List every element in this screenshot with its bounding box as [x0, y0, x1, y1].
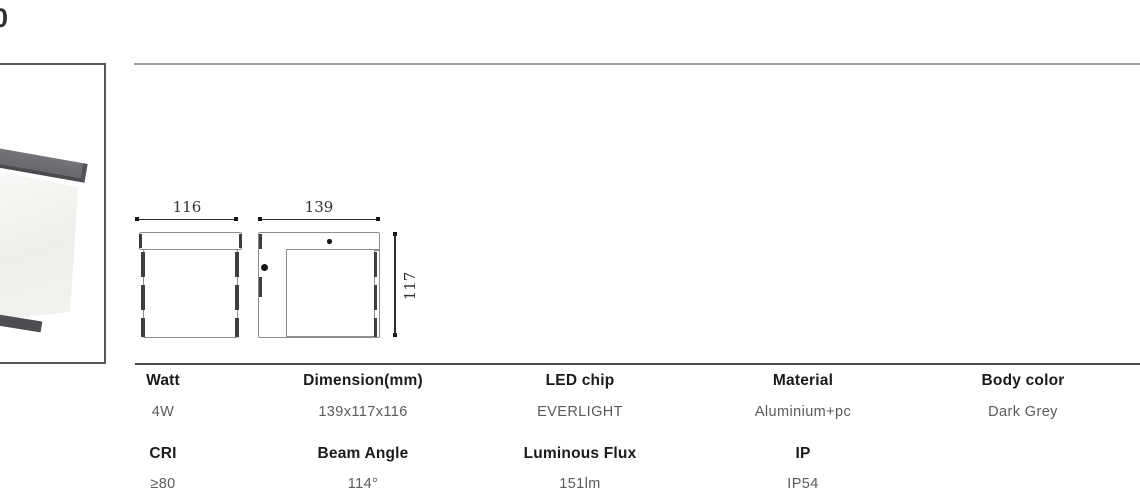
spec-header-led-chip: LED chip	[545, 372, 615, 389]
spec-value-material: Aluminium+pc	[754, 404, 852, 420]
dim-endpoint-dot	[233, 217, 238, 221]
spec-header-beam-angle: Beam Angle	[317, 445, 409, 462]
spec-header-cri: CRI	[149, 445, 177, 462]
spec-header-body-color: Body color	[981, 372, 1065, 389]
side-height-dim-label: 117	[401, 271, 419, 301]
front-width-dim-label: 116	[172, 198, 202, 216]
side-view-right-edge-dashes	[373, 252, 377, 337]
dim-endpoint-dot	[392, 333, 397, 337]
side-width-dim-label: 139	[304, 198, 334, 216]
spec-header-material: Material	[772, 372, 834, 389]
spec-header-dimension: Dimension(mm)	[303, 372, 423, 389]
spec-value-dimension: 139x117x116	[318, 404, 408, 420]
side-view-body-outline	[286, 249, 375, 337]
side-height-dim-line	[394, 234, 396, 335]
spec-table-top-rule	[135, 363, 1140, 365]
spec-header-luminous-flux: Luminous Flux	[523, 445, 637, 462]
spec-value-ip: IP54	[787, 476, 819, 492]
top-divider-rule	[134, 63, 1140, 65]
front-view-cap-outline	[139, 232, 242, 250]
spec-value-led-chip: EVERLIGHT	[537, 404, 623, 420]
spec-value-body-color: Dark Grey	[988, 404, 1058, 420]
spec-value-cri: ≥80	[150, 476, 176, 492]
dim-endpoint-dot	[257, 217, 262, 221]
spec-value-luminous-flux: 151lm	[559, 476, 601, 492]
front-view-cap-edge-mark	[139, 234, 142, 248]
lamp-diffuser-shape	[0, 165, 78, 323]
spec-value-watt: 4W	[151, 404, 175, 420]
screw-dot	[327, 239, 332, 244]
front-view-body-outline	[143, 249, 238, 338]
spec-header-watt: Watt	[146, 372, 180, 389]
front-width-dim-line	[138, 218, 235, 220]
cable-entry-dot	[260, 263, 268, 271]
dim-endpoint-dot	[134, 217, 139, 221]
side-width-dim-line	[261, 218, 376, 220]
front-view-left-edge-dashes	[141, 252, 145, 337]
dim-endpoint-dot	[375, 217, 380, 221]
product-photo-frame	[0, 63, 106, 364]
side-view-left-edge-mark	[258, 277, 262, 297]
side-view-left-edge-mark	[258, 234, 262, 249]
spec-value-beam-angle: 114°	[347, 476, 379, 492]
product-code-partial: 0	[0, 3, 9, 33]
front-view-right-edge-dashes	[235, 252, 239, 337]
front-view-cap-edge-mark	[239, 234, 242, 248]
spec-header-ip: IP	[795, 445, 811, 462]
